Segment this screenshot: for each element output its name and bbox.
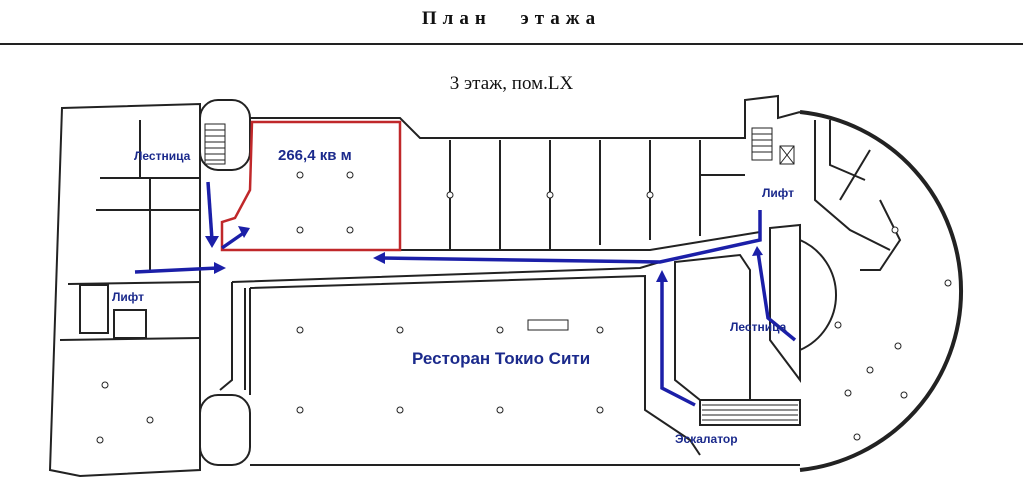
page-title: План этажа — [421, 8, 602, 29]
stairs-left-label: Лестница — [134, 149, 191, 163]
lift-left-label: Лифт — [112, 290, 144, 304]
lift-right-label: Лифт — [762, 186, 794, 200]
room-area-label: 266,4 кв м — [278, 147, 352, 164]
arrow-down-left — [206, 181, 214, 241]
arrow-to-corridor — [134, 266, 219, 274]
arrow-into-room — [221, 230, 246, 250]
highlighted-room-outline — [220, 120, 402, 252]
escalator-label: Эскалатор — [675, 432, 738, 446]
stairs — [204, 123, 798, 421]
arrow-heads — [205, 226, 763, 282]
restaurant-label: Ресторан Токио Сити — [412, 349, 590, 368]
stairs-right-label: Лестница — [730, 320, 787, 334]
floor-subtitle: 3 этаж, пом.LX — [449, 73, 574, 94]
arrow-from-stairs — [756, 251, 797, 342]
arrow-main-corridor — [379, 210, 762, 264]
title-divider — [0, 43, 1023, 45]
bar-counter — [527, 319, 569, 331]
route-arrows — [134, 181, 797, 407]
arrow-from-escalator — [660, 276, 696, 407]
columns — [96, 171, 952, 444]
